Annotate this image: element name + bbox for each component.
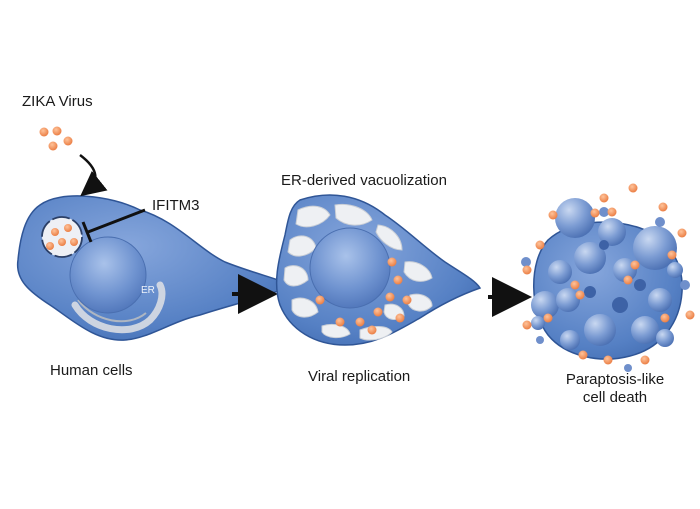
virus-particle [395,313,405,323]
ifitm3-label: IFITM3 [152,197,200,214]
endosome [41,216,83,258]
virus-particle [658,202,668,212]
virus-particle [640,355,650,365]
virus-particle [603,355,613,365]
paraptosis-label-line2: cell death [582,389,648,406]
virus-particle [367,325,377,335]
virus-particle [630,260,640,270]
nucleus [309,227,391,309]
cell-fragments [521,207,690,372]
virus-particle [46,242,54,250]
virus-particle [51,228,59,236]
virus-particle [387,257,397,267]
virus-particle [373,307,383,317]
er-rim [71,281,166,334]
virus-particle [543,313,553,323]
human-cell [16,195,294,341]
er-vacuoles [283,203,433,341]
virus-particle [48,141,58,151]
released-virus [522,183,695,365]
zika-virus-cluster [39,126,73,151]
er-vacuolization-label: ER-derived vacuolization [281,172,447,189]
virus-particle [522,265,532,275]
virus-particle [402,295,412,305]
virus-particle [660,313,670,323]
virus-particle [63,136,73,146]
virus-particle [393,275,403,285]
virus-particle [39,127,49,137]
virus-particle [667,250,677,260]
membrane-blebs [531,198,683,350]
virus-particle [58,238,66,246]
virus-particle [52,126,62,136]
virus-particle [677,228,687,238]
paraptosis-label-line1: Paraptosis-like [565,371,665,388]
zika-virus-label: ZIKA Virus [22,93,93,110]
virus-particle [522,320,532,330]
virus-particle [535,240,545,250]
virus-particle [570,280,580,290]
replicating-virus [315,257,412,335]
viral-replication-label: Viral replication [308,368,411,385]
virus-particle [685,310,695,320]
human-cells-label: Human cells [50,362,133,379]
virus-particle [599,193,609,203]
er-label: ER [141,285,155,296]
virus-particle [64,224,72,232]
entry-arrow [79,154,108,197]
virus-particle [623,275,633,285]
virus-particle [315,295,325,305]
virus-particle [628,183,638,193]
virus-particle [335,317,345,327]
virus-particle [548,210,558,220]
virus-particle [578,350,588,360]
paraptosis-label: Paraptosis-like cell death [540,371,690,407]
virus-particle [590,208,600,218]
vacuolized-cell [275,194,482,346]
virus-particle [70,238,78,246]
nucleus [69,236,147,314]
virus-particle [607,207,617,217]
virus-particle [385,292,395,302]
ifitm3-inhibition [81,208,146,243]
virus-particle [575,290,585,300]
virus-particle [355,317,365,327]
dying-cell [521,183,695,372]
